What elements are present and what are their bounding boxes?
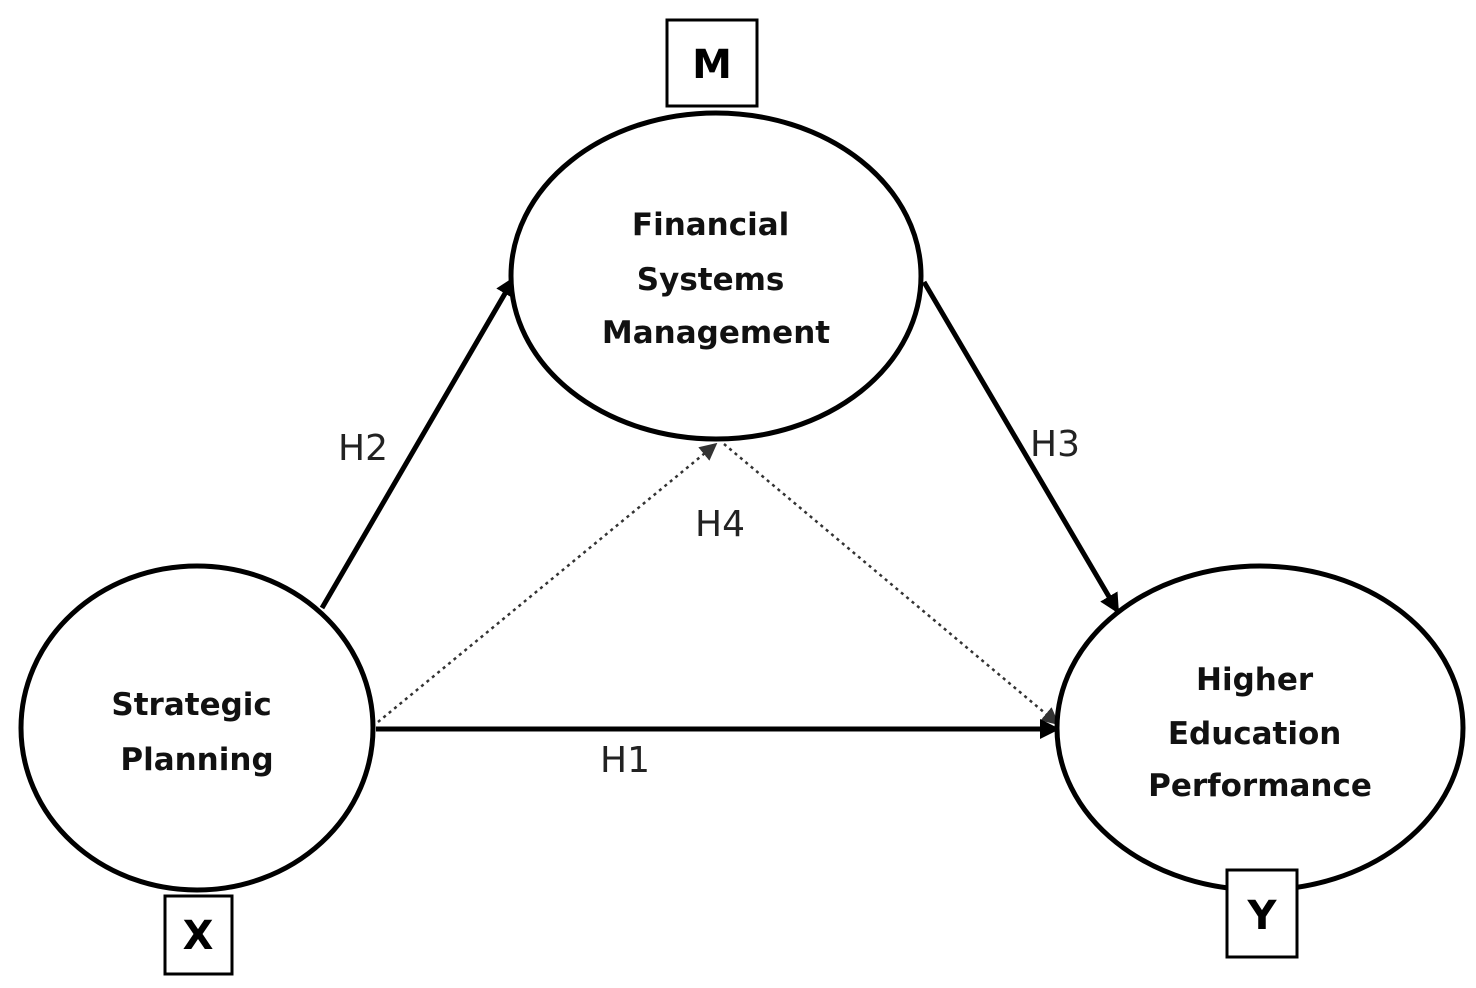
var-box-independent-frame [163,894,234,976]
node-dependent-line-1: Higher [1196,662,1314,698]
node-dependent-line-3: Performance [1148,768,1372,804]
var-symbol-mediator: M [692,42,732,88]
edge-h3 [921,280,1121,614]
var-box-independent: X [163,894,234,976]
edge-label-h3: H3 [1030,424,1080,465]
var-box-dependent: Y [1225,868,1299,959]
edge-h2 [319,276,517,610]
node-mediator-line-1: Financial [632,207,789,243]
node-independent: Strategic Planning [18,563,376,893]
node-mediator-label: Financial Systems Management [602,207,830,351]
edge-label-h4: H4 [695,504,745,545]
node-independent-line-2: Planning [120,742,273,778]
edge-h4-dotted [377,442,1060,726]
node-mediator-line-2: Systems [637,262,785,298]
var-symbol-dependent: Y [1247,893,1278,939]
edge-h4-to-dependent [723,443,1060,726]
edge-label-h2: H2 [338,428,388,469]
var-box-mediator: M [665,18,759,108]
node-mediator-line-3: Management [602,315,830,351]
node-independent-label: Strategic Planning [111,687,282,778]
var-symbol-independent: X [183,913,214,959]
var-box-dependent-frame [1225,868,1299,959]
edge-h4-to-mediator [377,442,718,723]
node-dependent: Higher Education Performance [1054,563,1466,893]
var-box-mediator-frame [665,18,759,108]
node-mediator: Financial Systems Management [508,110,924,442]
edge-label-h1: H1 [600,740,650,781]
node-independent-line-1: Strategic [111,687,271,723]
node-independent-ellipse [18,563,376,893]
node-dependent-line-2: Education [1168,716,1342,752]
node-dependent-label: Higher Education Performance [1148,662,1372,804]
node-mediator-ellipse [508,110,924,442]
